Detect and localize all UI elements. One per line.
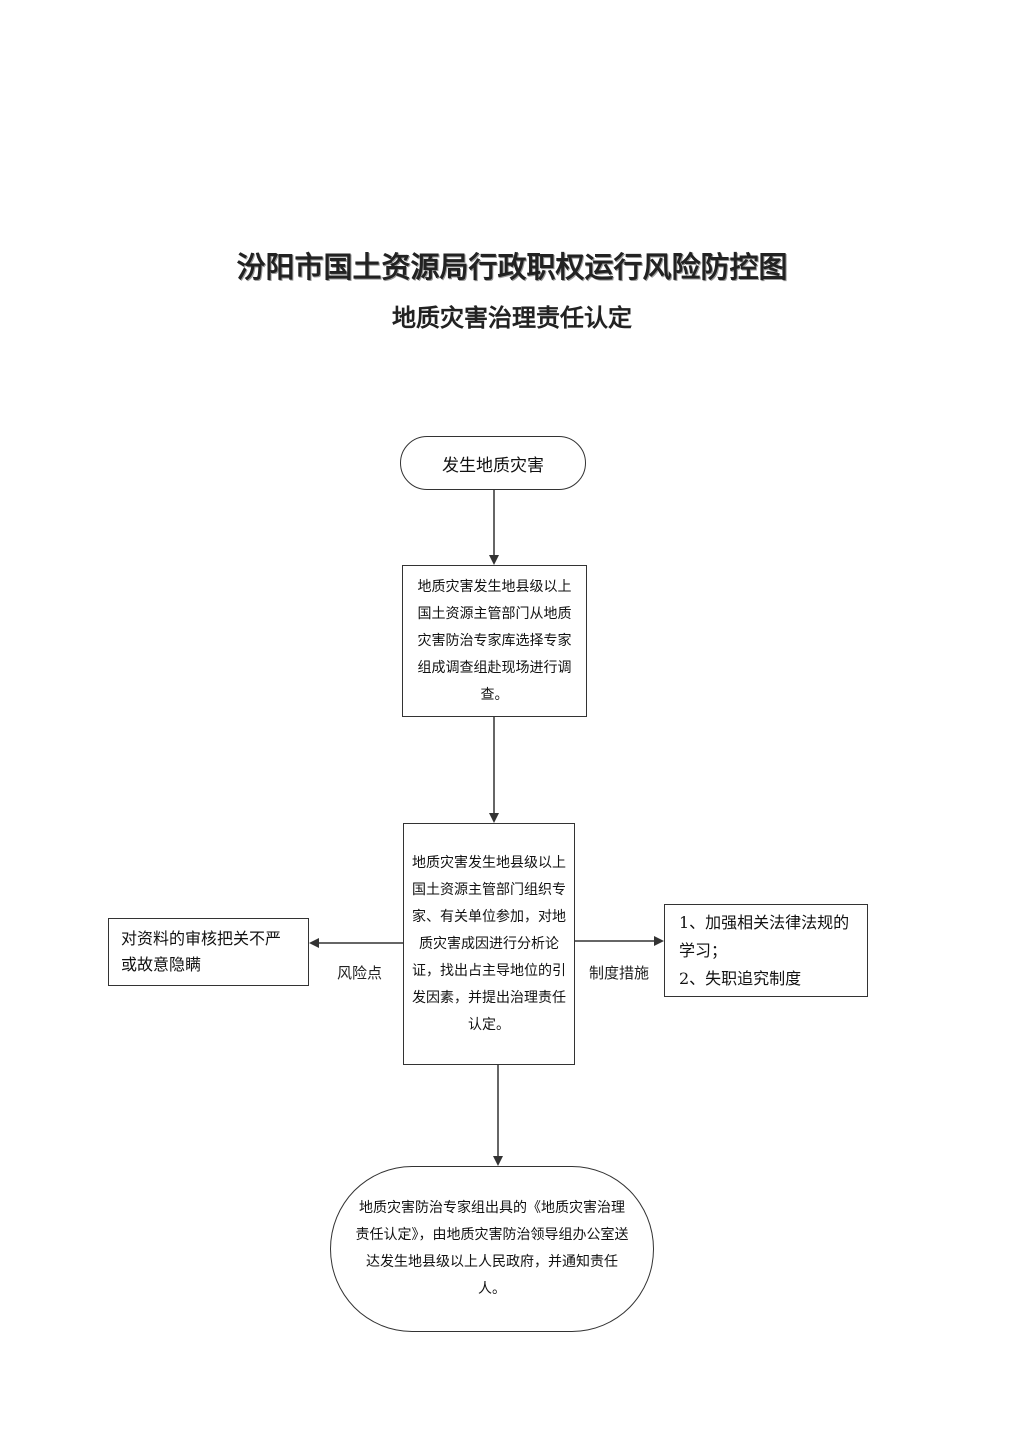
risk-node: 对资料的审核把关不严或故意隐瞒 xyxy=(108,918,309,986)
flow-step2-text: 地质灾害发生地县级以上国土资源主管部门组织专家、有关单位参加，对地质灾害成因进行… xyxy=(412,854,566,1033)
flow-step1-node: 地质灾害发生地县级以上国土资源主管部门从地质灾害防治专家库选择专家组成调查组赴现… xyxy=(402,565,587,717)
flow-end-node: 地质灾害防治专家组出具的《地质灾害治理责任认定》，由地质灾害防治领导组办公室送达… xyxy=(330,1166,654,1332)
measure-item-2: 2、失职追究制度 xyxy=(679,969,802,988)
measure-item-1: 1、加强相关法律法规的学习； xyxy=(679,913,850,960)
page-subtitle: 地质灾害治理责任认定 xyxy=(392,303,632,332)
page-title: 汾阳市国土资源局行政职权运行风险防控图 xyxy=(236,250,788,284)
flow-step2-node: 地质灾害发生地县级以上国土资源主管部门组织专家、有关单位参加，对地质灾害成因进行… xyxy=(403,823,575,1065)
measures-node: 1、加强相关法律法规的学习； 2、失职追究制度 xyxy=(664,904,868,997)
flow-step1-text: 地质灾害发生地县级以上国土资源主管部门从地质灾害防治专家库选择专家组成调查组赴现… xyxy=(417,578,572,703)
flow-start-text: 发生地质灾害 xyxy=(442,455,544,476)
flow-end-text: 地质灾害防治专家组出具的《地质灾害治理责任认定》，由地质灾害防治领导组办公室送达… xyxy=(355,1200,629,1297)
risk-edge-label: 风险点 xyxy=(337,964,383,982)
flow-start-node: 发生地质灾害 xyxy=(400,436,586,490)
risk-text: 对资料的审核把关不严或故意隐瞒 xyxy=(121,929,282,974)
measures-edge-label: 制度措施 xyxy=(589,964,650,982)
